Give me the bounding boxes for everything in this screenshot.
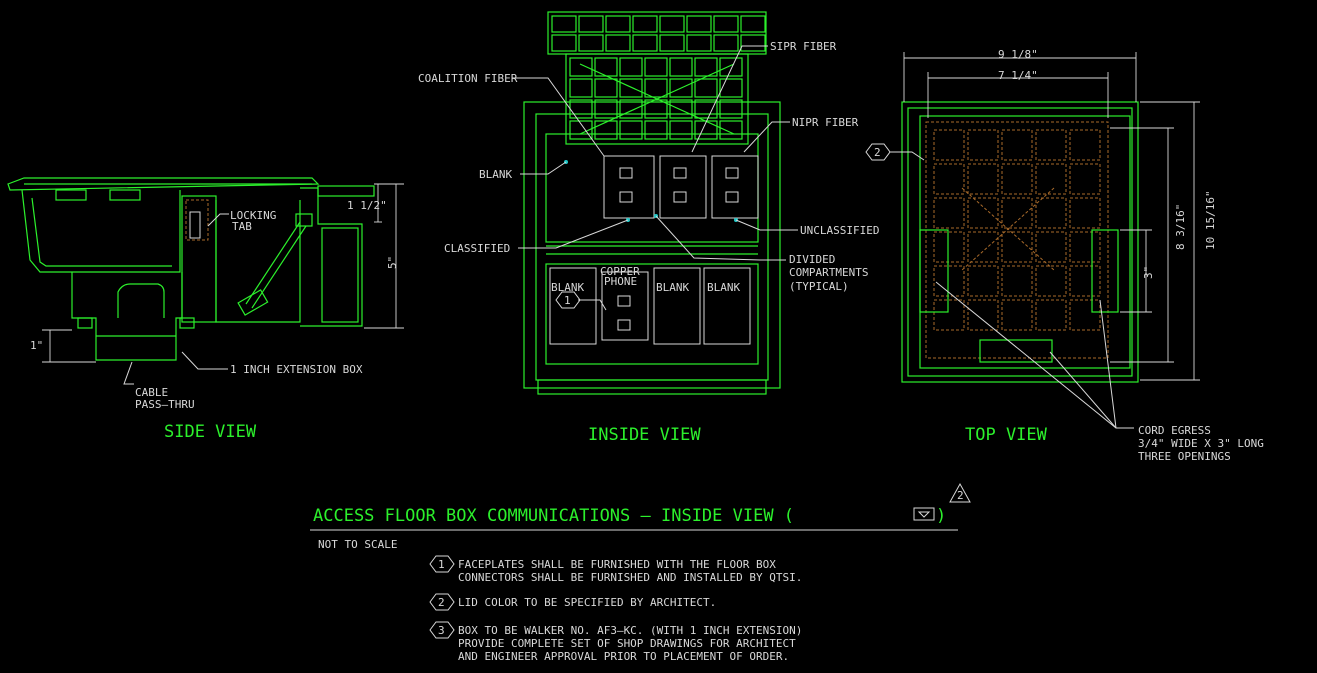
note-3-number: 3 bbox=[438, 624, 445, 637]
dim-top: 1 1/2" bbox=[347, 199, 387, 212]
locking-tab-label-2: TAB bbox=[232, 220, 252, 233]
blank-upper-label: BLANK bbox=[479, 168, 512, 181]
side-tub bbox=[21, 189, 181, 273]
note-2-hex bbox=[429, 593, 455, 611]
dim-inner-height: 8 3/16" bbox=[1174, 204, 1187, 250]
cord-egress-left bbox=[919, 229, 949, 313]
sipr-fiber-label: SIPR FIBER bbox=[770, 40, 837, 53]
copper-phone-label-2: PHONE bbox=[604, 275, 637, 288]
nipr-fiber-label: NIPR FIBER bbox=[792, 116, 859, 129]
symbol-box bbox=[913, 507, 935, 521]
cord-egress-line-1: CORD EGRESS bbox=[1138, 424, 1211, 437]
blank-lower-b: BLANK bbox=[656, 281, 689, 294]
cable-pass-opening bbox=[117, 283, 165, 318]
top-outer-frame bbox=[901, 101, 1139, 383]
extension-box-label: 1 INCH EXTENSION BOX bbox=[230, 363, 363, 376]
faceplate-copper-phone bbox=[601, 271, 649, 341]
callout-1-text: 1 bbox=[564, 294, 571, 307]
faceplate-nipr bbox=[711, 155, 759, 219]
cable-pass-label-2: PASS–THRU bbox=[135, 398, 195, 411]
callout-2-text: 2 bbox=[874, 146, 881, 159]
cord-egress-line-3: THREE OPENINGS bbox=[1138, 450, 1231, 463]
unclassified-label: UNCLASSIFIED bbox=[800, 224, 879, 237]
divided-label-3: (TYPICAL) bbox=[789, 280, 849, 293]
revision-triangle-icon bbox=[949, 482, 971, 503]
drawing-title-end: ) bbox=[936, 506, 946, 526]
note-3-hex bbox=[429, 621, 455, 639]
note-3-line-3: AND ENGINEER APPROVAL PRIOR TO PLACEMENT… bbox=[458, 650, 789, 663]
note-1-number: 1 bbox=[438, 558, 445, 571]
note-2-line-1: LID COLOR TO BE SPECIFIED BY ARCHITECT. bbox=[458, 596, 716, 609]
dim-inner-width: 7 1/4" bbox=[998, 69, 1038, 82]
side-view: LOCKING TAB 1 INCH EXTENSION BOX CABLE P… bbox=[7, 177, 404, 442]
dim-height: 5" bbox=[386, 256, 399, 269]
scale-note: NOT TO SCALE bbox=[318, 538, 397, 551]
top-inner-lid bbox=[925, 121, 1109, 359]
dim-extension: 1" bbox=[30, 339, 43, 352]
note-2-number: 2 bbox=[438, 596, 445, 609]
inside-view: COALITION FIBER SIPR FIBER NIPR FIBER BL… bbox=[418, 11, 879, 445]
faceplate-sipr bbox=[659, 155, 707, 219]
upper-compartment bbox=[545, 133, 759, 243]
title-block: ACCESS FLOOR BOX COMMUNICATIONS – INSIDE… bbox=[310, 482, 971, 663]
cable-pass-label-1: CABLE bbox=[135, 386, 168, 399]
locking-tab-label-1: LOCKING bbox=[230, 209, 276, 222]
copper-phone-label-1: COPPER bbox=[600, 265, 640, 278]
floor-box-outer bbox=[523, 101, 781, 389]
top-view: 9 1/8" 7 1/4" 10 15/16" 8 3/16" 3" 2 COR… bbox=[865, 48, 1264, 463]
faceplate-coalition bbox=[603, 155, 655, 219]
note-3-line-1: BOX TO BE WALKER NO. AF3–KC. (WITH 1 INC… bbox=[458, 624, 802, 637]
note-1-line-1: FACEPLATES SHALL BE FURNISHED WITH THE F… bbox=[458, 558, 776, 571]
coalition-fiber-label: COALITION FIBER bbox=[418, 72, 518, 85]
lower-compartment bbox=[545, 263, 759, 365]
inside-view-title: INSIDE VIEW bbox=[588, 425, 701, 445]
note-1-line-2: CONNECTORS SHALL BE FURNISHED AND INSTAL… bbox=[458, 571, 802, 584]
dim-opening: 3" bbox=[1142, 266, 1155, 279]
down-triangle-icon bbox=[917, 511, 931, 518]
divided-label-2: COMPARTMENTS bbox=[789, 266, 868, 279]
dim-outer-height: 10 15/16" bbox=[1204, 190, 1217, 250]
blank-lower-a: BLANK bbox=[551, 281, 584, 294]
cord-egress-line-2: 3/4" WIDE X 3" LONG bbox=[1138, 437, 1264, 450]
divided-label-1: DIVIDED bbox=[789, 253, 835, 266]
note-1-hex bbox=[429, 555, 455, 573]
cord-egress-right bbox=[1091, 229, 1119, 313]
blank-lower-c: BLANK bbox=[707, 281, 740, 294]
note-3-line-2: PROVIDE COMPLETE SET OF SHOP DRAWINGS FO… bbox=[458, 637, 796, 650]
cord-egress-bottom bbox=[979, 339, 1053, 363]
dim-outer-width: 9 1/8" bbox=[998, 48, 1038, 61]
drawing-title: ACCESS FLOOR BOX COMMUNICATIONS – INSIDE… bbox=[313, 506, 794, 526]
side-flange bbox=[7, 177, 320, 191]
classified-label: CLASSIFIED bbox=[444, 242, 510, 255]
side-view-title: SIDE VIEW bbox=[164, 422, 257, 442]
revision-number: 2 bbox=[957, 489, 964, 502]
callout-1-hex bbox=[555, 291, 581, 309]
top-view-title: TOP VIEW bbox=[965, 425, 1048, 445]
